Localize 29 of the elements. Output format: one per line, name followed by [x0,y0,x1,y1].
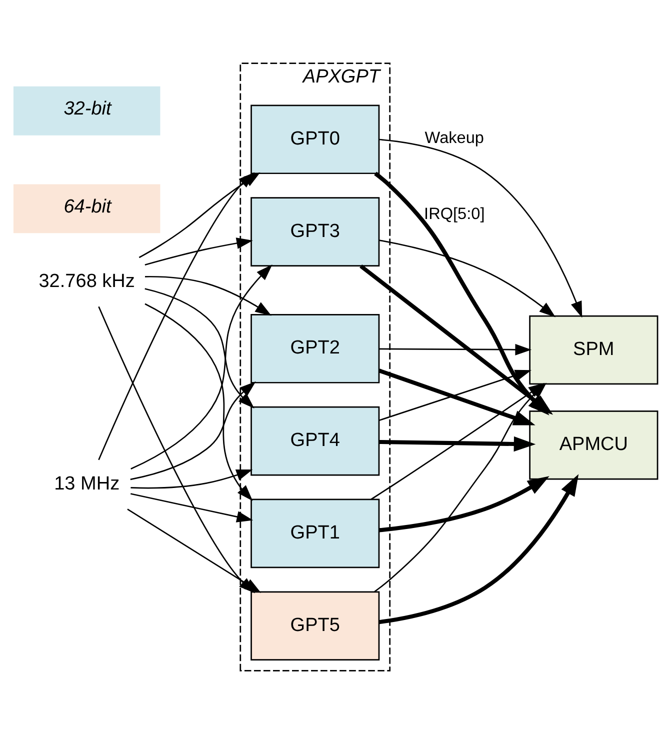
arrow [130,469,253,489]
node-box: GPT3 [250,197,380,266]
node-box: APMCU [529,410,658,480]
arrow [130,493,254,522]
arrow [98,172,255,460]
node-box: GPT2 [250,314,380,384]
arrow [379,436,536,452]
node-box: GPT4 [250,406,380,476]
node-box: GPT1 [250,498,380,568]
node-text: 32.768 kHz [38,271,135,292]
arrow [379,240,556,318]
node-text: 13 MHz [54,474,120,495]
arrow [130,264,272,470]
node-box: GPT5 [250,591,380,660]
arrow [145,276,272,316]
node-box: GPT0 [250,104,380,174]
arrow [144,303,253,501]
edge-label: Wakeup [424,128,484,147]
arrow [379,474,579,624]
arrow [379,344,532,356]
arrow [144,288,254,408]
node-box: SPM [529,315,658,385]
arrow [130,381,256,480]
legend-label: 64-bit [64,196,112,218]
legend-label: 32-bit [64,98,112,120]
arrow [144,238,253,266]
edge-label: IRQ[5:0] [424,205,485,224]
arrow [379,138,582,318]
arrow [378,476,550,532]
